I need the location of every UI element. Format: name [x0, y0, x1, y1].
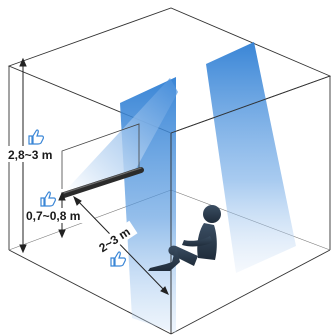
distance-dimension: [73, 195, 169, 295]
distance-label: 2~3 m: [96, 225, 132, 255]
thumbs-up-icon: [28, 129, 45, 145]
mount-height-label: 0,7~0,8 m: [26, 209, 80, 223]
thumbs-up-icon: [110, 251, 127, 267]
beam-right: [206, 42, 296, 273]
heat-beams: [66, 42, 296, 333]
thumbs-up-icon: [40, 191, 57, 207]
ceiling-height-label: 2,8~3 m: [8, 148, 52, 162]
heater-device: [61, 167, 144, 198]
wall-panel: [61, 123, 140, 189]
seated-person: [148, 205, 221, 271]
beam-inner: [66, 78, 178, 190]
